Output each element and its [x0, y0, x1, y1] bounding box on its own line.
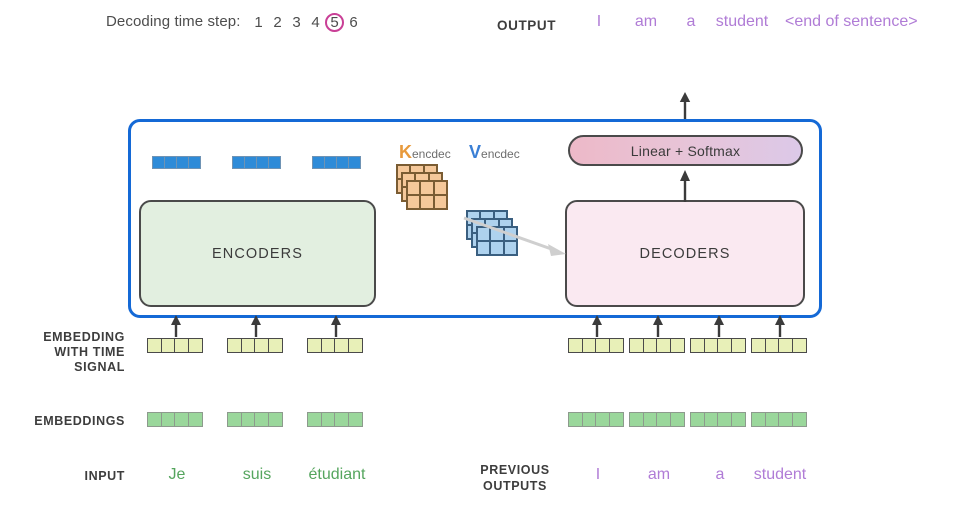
- encoder-embedding-3: [307, 412, 363, 427]
- decoder-positional-embedding-4: [751, 338, 807, 353]
- output-token-label: <end of sentence>: [785, 13, 918, 30]
- vector-cell: [608, 338, 624, 353]
- previous-output-word-label: am: [647, 466, 671, 483]
- output-token-label: I: [596, 13, 602, 30]
- vector-cell: [608, 412, 624, 427]
- input-word-suis: suis: [227, 466, 287, 484]
- output-token-label: student: [715, 13, 769, 30]
- input-word-je: Je: [147, 466, 207, 484]
- label-line-1: PREVIOUS: [480, 463, 550, 477]
- decoders-block[interactable]: DECODERS: [565, 200, 805, 307]
- previous-output-word-label: student: [753, 466, 807, 483]
- previous-output-word-I: I: [568, 466, 628, 484]
- previous-output-word-label: a: [715, 466, 725, 483]
- output-token-label: am: [634, 13, 658, 30]
- encoder-embedding-2: [227, 412, 283, 427]
- encoders-block[interactable]: ENCODERS: [139, 200, 376, 307]
- decoder-embedding-2: [629, 412, 685, 427]
- vector-cell: [791, 338, 807, 353]
- step-number-4[interactable]: 4: [311, 14, 320, 31]
- input-label: INPUT: [84, 469, 125, 483]
- encoder-positional-embedding-1: [147, 338, 203, 353]
- vector-cell: [267, 338, 283, 353]
- step-number-6[interactable]: 6: [349, 14, 358, 31]
- vector-cell: [669, 412, 685, 427]
- embeddings-label: EMBEDDINGS: [34, 414, 125, 428]
- vector-cell: [791, 412, 807, 427]
- k-encdec-matrix-stack: [396, 164, 448, 210]
- previous-output-word-student: student: [742, 466, 818, 484]
- decoder-input-arrow-2: [651, 315, 665, 342]
- previous-output-word-am: am: [629, 466, 689, 484]
- decoder-to-linear-arrow: [678, 170, 692, 202]
- output-token-I: I: [585, 13, 613, 31]
- vector-cell: [730, 338, 746, 353]
- decoder-positional-embedding-3: [690, 338, 746, 353]
- encoder-output-vector-3: [312, 156, 361, 169]
- label-line-2: WITH TIME: [54, 345, 125, 359]
- previous-outputs-label: PREVIOUS OUTPUTS: [466, 462, 564, 494]
- step-number-2[interactable]: 2: [273, 14, 282, 31]
- decoder-embedding-4: [751, 412, 807, 427]
- vector-cell: [348, 156, 361, 169]
- input-word-label: Je: [168, 466, 186, 483]
- vector-cell: [347, 338, 363, 353]
- output-token-am: am: [627, 13, 665, 31]
- label-line-2: OUTPUTS: [483, 479, 547, 493]
- decoding-time-step-label: Decoding time step:: [106, 13, 241, 30]
- encoder-input-arrow-1: [169, 315, 183, 342]
- decoder-embedding-3: [690, 412, 746, 427]
- vector-cell: [669, 338, 685, 353]
- k-subscript: encdec: [412, 147, 451, 161]
- decoder-input-arrow-3: [712, 315, 726, 342]
- kv-to-decoder-arrow: [462, 215, 570, 260]
- previous-output-word-a: a: [690, 466, 750, 484]
- k-matrix-layer-1: [406, 180, 448, 210]
- output-token-label: a: [686, 13, 696, 30]
- decoder-input-arrow-4: [773, 315, 787, 342]
- output-token-end-of-sentence: <end of sentence>: [785, 13, 945, 31]
- encoder-positional-embedding-3: [307, 338, 363, 353]
- decoding-step-number-list: 1 2 3 4 5 6: [249, 12, 363, 33]
- linear-softmax-block[interactable]: Linear + Softmax: [568, 135, 803, 166]
- vector-cell: [188, 156, 201, 169]
- vector-cell: [187, 338, 203, 353]
- decoder-input-arrow-1: [590, 315, 604, 342]
- v-subscript: encdec: [481, 147, 520, 161]
- vector-cell: [268, 156, 281, 169]
- decoder-positional-embedding-1: [568, 338, 624, 353]
- k-symbol: K: [399, 142, 412, 162]
- embedding-with-time-signal-label: EMBEDDING WITH TIME SIGNAL: [5, 330, 125, 375]
- encoder-input-arrow-2: [249, 315, 263, 342]
- v-encdec-label: Vencdec: [469, 142, 520, 163]
- vector-cell: [347, 412, 363, 427]
- input-word-etudiant: étudiant: [293, 466, 381, 484]
- encoder-output-vector-2: [232, 156, 281, 169]
- encoder-output-vector-1: [152, 156, 201, 169]
- output-token-student: student: [705, 13, 779, 31]
- label-line-1: EMBEDDING: [43, 330, 125, 344]
- step-number-3[interactable]: 3: [292, 14, 301, 31]
- previous-output-word-label: I: [595, 466, 601, 483]
- k-encdec-label: Kencdec: [399, 142, 451, 163]
- v-symbol: V: [469, 142, 482, 162]
- step-number-5-active[interactable]: 5: [325, 12, 344, 33]
- encoder-positional-embedding-2: [227, 338, 283, 353]
- output-token-a: a: [678, 13, 704, 31]
- input-word-label: étudiant: [308, 466, 366, 483]
- decoder-embedding-1: [568, 412, 624, 427]
- vector-cell: [187, 412, 203, 427]
- encoder-input-arrow-3: [329, 315, 343, 342]
- step-number-1[interactable]: 1: [254, 14, 263, 31]
- vector-cell: [267, 412, 283, 427]
- input-word-label: suis: [242, 466, 272, 483]
- encoder-embedding-1: [147, 412, 203, 427]
- label-line-3: SIGNAL: [74, 360, 125, 374]
- vector-cell: [730, 412, 746, 427]
- decoder-positional-embedding-2: [629, 338, 685, 353]
- output-row-label: OUTPUT: [497, 18, 557, 33]
- model-output-arrow: [678, 92, 692, 122]
